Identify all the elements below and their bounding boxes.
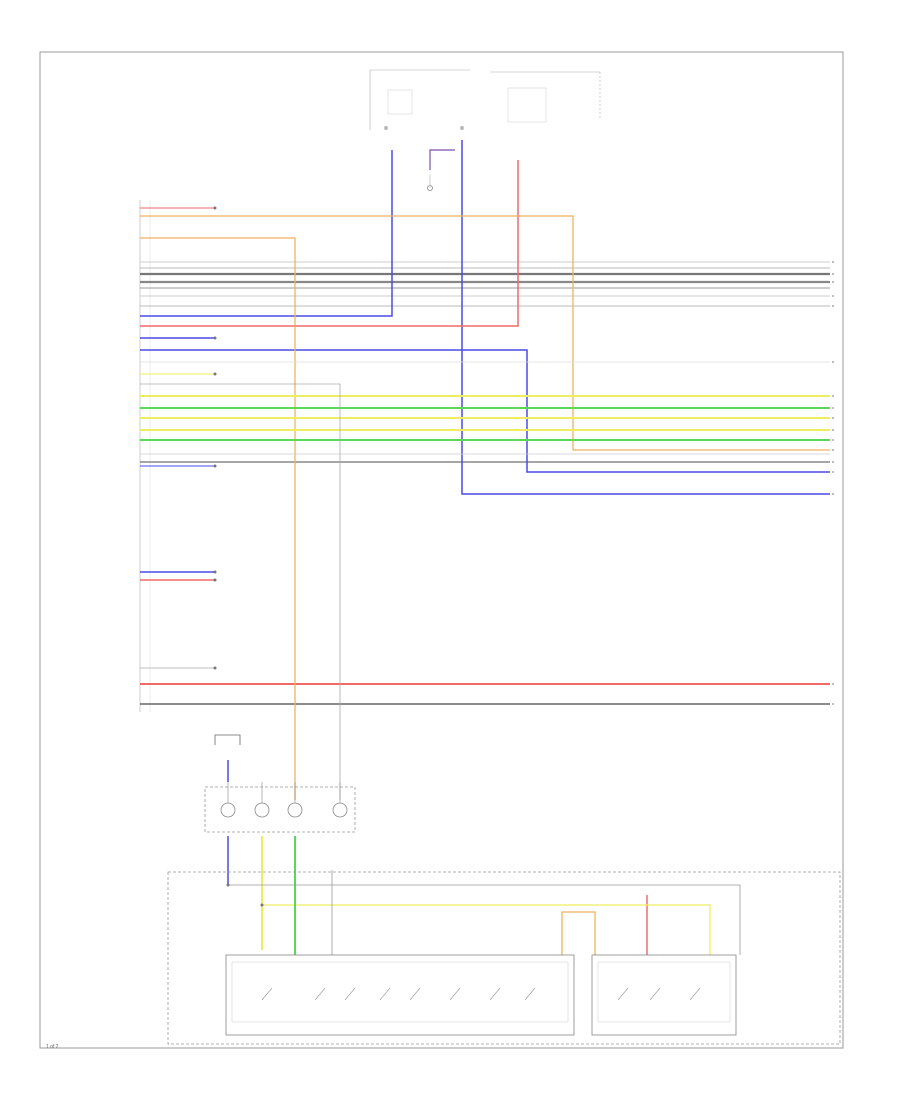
left-connector [139, 200, 151, 712]
right-switch-module [591, 954, 737, 1036]
right-edge-terminals [832, 261, 834, 705]
blue-wires [140, 140, 830, 885]
gray-wire-bundle [140, 261, 830, 705]
fuse-block-top [369, 69, 601, 130]
yellow-wires [140, 373, 830, 955]
thin-gray-wires [140, 361, 830, 955]
red-wires [140, 160, 830, 955]
left-switch-module [225, 954, 575, 1036]
orange-wires [140, 215, 830, 955]
page-number: 1 of 2 [46, 1044, 59, 1050]
green-wires [140, 407, 830, 955]
diagram-frame [39, 51, 844, 1049]
power-distribution-fuse [427, 149, 455, 191]
splice-points [213, 206, 264, 907]
fuse-cluster [204, 734, 356, 833]
module-boundary [167, 871, 841, 1045]
